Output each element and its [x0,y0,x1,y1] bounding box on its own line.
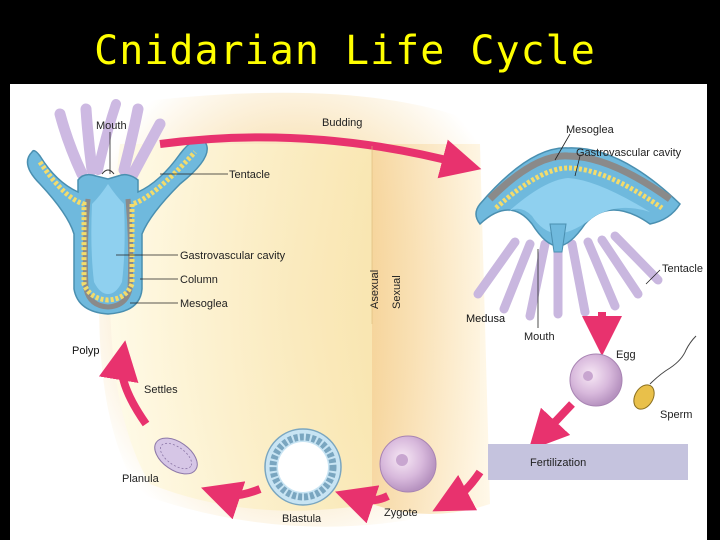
fertilization-box [488,444,688,480]
polyp-gastrovascular-label: Gastrovascular cavity [180,250,286,262]
polyp-tentacle-label: Tentacle [229,169,270,181]
zygote-nucleus [396,454,408,466]
settles-label: Settles [144,384,178,396]
planula-label: Planula [122,473,160,485]
medusa-mouth-label: Mouth [524,331,555,343]
asexual-label: Asexual [369,270,381,309]
egg-nucleus [583,371,593,381]
zygote-label: Zygote [384,507,418,519]
medusa-gastrovascular-label: Gastrovascular cavity [576,147,682,159]
polyp-column-label: Column [180,274,218,286]
egg-label: Egg [616,349,636,361]
medusa-tentacles [473,231,663,321]
diagram-canvas: Mouth Tentacle Gastrovascular cavity Col… [26,92,703,527]
sperm-cell [633,335,697,410]
polyp-leader-lines [109,132,228,304]
life-cycle-diagram: Mouth Tentacle Gastrovascular cavity Col… [10,84,707,540]
planula-illustration [154,437,198,475]
egg-cell [569,353,623,407]
sperm-label: Sperm [660,409,692,421]
medusa-illustration [473,147,681,321]
medusa-leader-lines [537,133,661,328]
gametes-to-fertilization-arrow [528,401,575,451]
polyp-label: Polyp [72,345,100,357]
medusa-mesoglea-label: Mesoglea [566,124,615,136]
medusa-tentacle-label: Tentacle [662,263,703,275]
polyp-mesoglea-label: Mesoglea [180,298,229,310]
planula-to-polyp-arrow [98,340,150,427]
zygote-to-blastula-arrow [335,485,390,524]
polyp-tentacles [54,99,166,182]
budding-label: Budding [322,117,362,129]
background-shading [99,92,490,527]
fertilization-to-zygote-arrow [432,469,484,512]
medusa-label: Medusa [466,313,506,325]
blastula-illustration [264,428,342,506]
sexual-label: Sexual [391,275,403,309]
polyp-mouth-label: Mouth [96,120,127,132]
fertilization-label: Fertilization [530,457,586,469]
blastula-label: Blastula [282,513,322,525]
blastula-to-planula-arrow [201,481,262,520]
budding-arrow [159,133,482,179]
page-title: Cnidarian Life Cycle [94,28,596,74]
zygote-cell [379,435,437,493]
